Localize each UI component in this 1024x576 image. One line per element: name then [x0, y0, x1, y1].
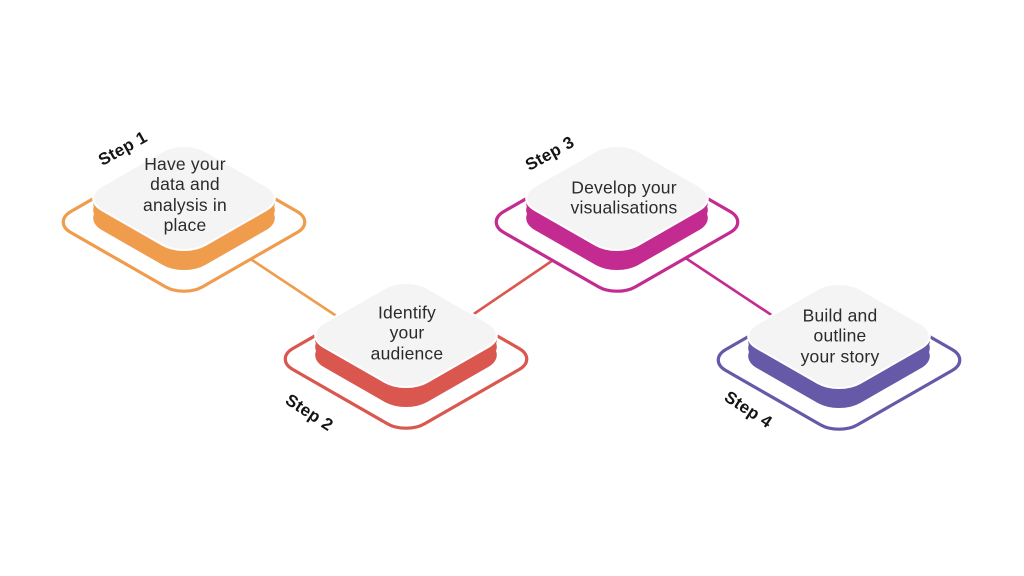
- connector-step1-step2: [239, 250, 351, 327]
- connector-step3-step4: [677, 251, 783, 324]
- step-3-shape: [467, 106, 767, 341]
- step-2-shape: [256, 243, 556, 478]
- step-4-top-face: [736, 277, 942, 395]
- connector-step2-step3: [461, 248, 569, 324]
- step-2-description: Identify your audience: [370, 302, 444, 364]
- step-4-shape: [689, 244, 989, 479]
- step-3-top-face: [514, 139, 720, 257]
- step-1-description: Have your data and analysis in place: [143, 154, 227, 236]
- step-1-shape: [34, 106, 334, 341]
- step-3-description: Develop your visualisations: [570, 177, 678, 218]
- step-4-description: Build and outline your story: [800, 305, 880, 367]
- step-2-top-face: [303, 276, 509, 394]
- step-1-top-face: [81, 139, 287, 257]
